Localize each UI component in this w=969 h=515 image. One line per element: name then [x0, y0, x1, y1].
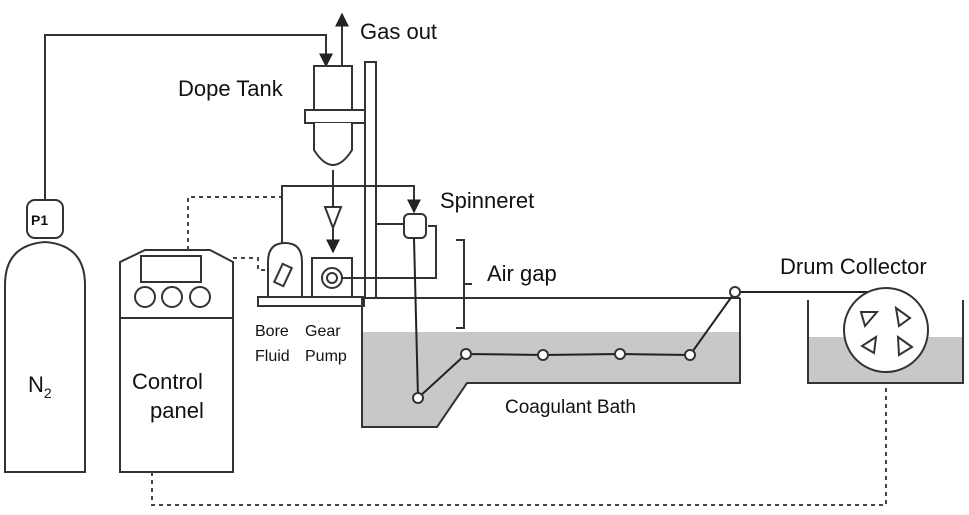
gear-pump-label: Gear [305, 323, 341, 340]
feed-piping [281, 185, 421, 243]
coagulant-bath-label: Coagulant Bath [505, 397, 636, 418]
drum-collector [843, 287, 929, 373]
drum-collector-label: Drum Collector [780, 254, 927, 279]
dope-tank-label: Dope Tank [178, 76, 284, 101]
support-stand [364, 61, 377, 299]
control-panel-knob [161, 286, 183, 308]
guide-roller [537, 349, 549, 361]
pressure-gauge-label: P1 [31, 212, 48, 228]
control-panel-label: panel [150, 398, 204, 423]
control-panel [119, 249, 234, 473]
hollow-fiber-path [413, 237, 880, 401]
pump-stand [257, 296, 365, 307]
guide-roller [729, 286, 741, 298]
guide-roller [412, 392, 424, 404]
bore-fluid-label: Fluid [255, 348, 290, 365]
bore-fluid-reservoir [267, 241, 303, 298]
gear-pump [311, 257, 353, 298]
gear-pump-outlet-line [342, 225, 437, 279]
bore-fluid-label: Bore [255, 323, 289, 340]
guide-roller [684, 349, 696, 361]
guide-roller [460, 348, 472, 360]
inline-filter [323, 186, 343, 231]
spinneret-label: Spinneret [440, 188, 534, 213]
guide-rollers [412, 286, 741, 404]
n2-supply-line [44, 34, 333, 192]
coagulant-bath [361, 297, 741, 428]
n2-gas-cylinder [4, 192, 86, 473]
dope-tank [304, 65, 366, 186]
control-panel-knob [134, 286, 156, 308]
spinneret [403, 213, 427, 239]
gas-out-label: Gas out [360, 19, 437, 44]
guide-roller [614, 348, 626, 360]
control-signal-lines [151, 196, 887, 506]
air-gap-bracket [456, 239, 472, 329]
control-panel-knob [189, 286, 211, 308]
air-gap-label: Air gap [487, 261, 557, 286]
gear-pump-label: Pump [305, 348, 347, 365]
n2-label: N2 [28, 372, 52, 401]
control-panel-label: Control [132, 369, 203, 394]
control-panel-screen [140, 255, 202, 283]
